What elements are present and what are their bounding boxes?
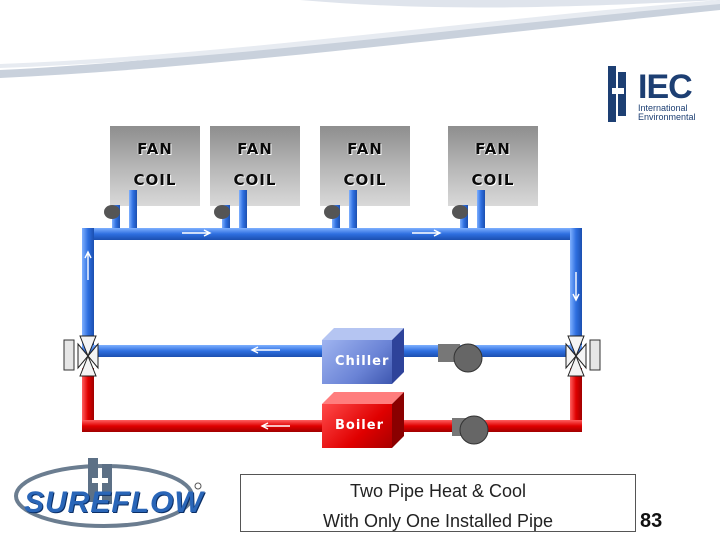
fan-coil-unit-1: FAN COIL (110, 126, 200, 206)
chiller-top-face (322, 328, 404, 340)
coil-label: COIL (471, 171, 515, 189)
coil-label: COIL (233, 171, 277, 189)
boiler-unit: Boiler (322, 404, 392, 448)
iec-subtitle-line2: Environmental (638, 112, 696, 122)
caption-line-1: Two Pipe Heat & Cool (349, 481, 527, 501)
chiller-side-face (392, 328, 404, 384)
header-swoosh (0, 0, 720, 78)
fan-label: FAN (137, 140, 173, 158)
chiller-unit: Chiller (322, 340, 392, 384)
caption-line-2: With Only One Installed Pipe (322, 511, 554, 531)
sureflow-logo-mark (14, 458, 202, 528)
piping-diagram (63, 190, 601, 448)
iec-logo-text: IEC (638, 68, 693, 106)
page-number: 83 (640, 510, 663, 532)
pump-icon (452, 415, 489, 445)
iec-subtitle-line1: International (638, 103, 688, 113)
boiler-side-face (392, 392, 404, 448)
fan-coil-unit-2: FAN COIL (210, 126, 300, 206)
pump-icon (438, 343, 483, 373)
fan-label: FAN (475, 140, 511, 158)
flow-arrow-icon (84, 229, 580, 430)
three-way-valve-icon (63, 335, 99, 377)
sureflow-logo-text: SUREFLOW (24, 486, 204, 519)
caption-box: Two Pipe Heat & Cool With Only One Insta… (240, 474, 636, 532)
fan-coil-drop-pipes (112, 190, 485, 235)
control-valve-icon (104, 205, 468, 219)
fan-coil-unit-4: FAN COIL (448, 126, 538, 206)
coil-label: COIL (133, 171, 177, 189)
fan-label: FAN (347, 140, 383, 158)
fan-label: FAN (237, 140, 273, 158)
fan-coil-unit-3: FAN COIL (320, 126, 410, 206)
coil-label: COIL (343, 171, 387, 189)
three-way-valve-icon (565, 335, 601, 377)
boiler-top-face (322, 392, 404, 404)
iec-logo-mark (608, 66, 626, 122)
